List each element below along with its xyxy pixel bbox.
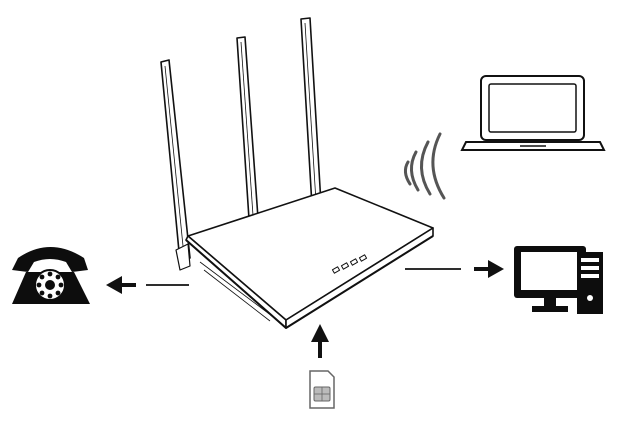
sim-card-icon <box>309 370 335 409</box>
router-antenna-right <box>300 17 322 207</box>
phone-connection-arrow <box>106 276 189 294</box>
telephone-icon <box>12 247 90 304</box>
monitor-icon <box>514 246 586 312</box>
computer-tower-icon <box>577 252 603 314</box>
wifi-signal-icon <box>403 132 446 200</box>
laptop-icon <box>460 75 606 151</box>
router-antenna-middle <box>236 36 260 235</box>
router-status-leds <box>331 254 368 274</box>
sim-connection-arrow <box>311 324 329 358</box>
router-icon <box>160 17 434 329</box>
desktop-computer-icon <box>514 246 603 314</box>
router-body <box>175 187 434 329</box>
router-antenna-left <box>160 59 191 263</box>
desktop-connection-arrow <box>405 260 504 278</box>
